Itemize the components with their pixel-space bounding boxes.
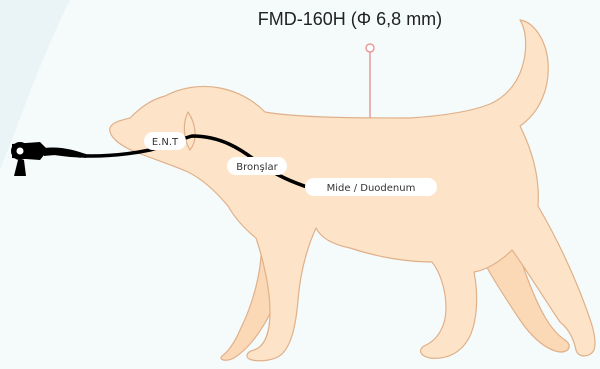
label-bronchi: Bronşlar xyxy=(227,157,287,175)
label-bronchi-text: Bronşlar xyxy=(236,162,278,173)
label-ent-text: E.N.T xyxy=(152,137,179,148)
model-title: FMD-160H (Φ 6,8 mm) xyxy=(258,9,442,29)
endoscope-handle-icon xyxy=(11,142,86,176)
label-stomach-text: Mide / Duodenum xyxy=(327,183,416,194)
model-pointer-dot xyxy=(366,44,374,52)
label-stomach: Mide / Duodenum xyxy=(305,178,437,196)
label-ent: E.N.T xyxy=(144,132,186,150)
